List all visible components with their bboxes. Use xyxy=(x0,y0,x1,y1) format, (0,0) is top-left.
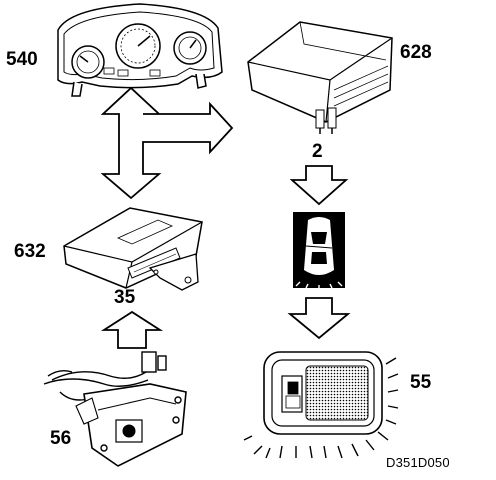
door-switch-icon xyxy=(43,351,187,467)
figure-reference: D351D050 xyxy=(386,455,450,470)
label-switch-56: 56 xyxy=(50,428,72,449)
down-arrow-icon-upper xyxy=(289,165,349,206)
control-module-icon-632 xyxy=(63,207,203,291)
label-pin-35: 35 xyxy=(114,287,136,308)
control-module-icon-628 xyxy=(247,21,393,134)
car-top-view-icon xyxy=(293,212,345,289)
label-courtesy-lamp: 55 xyxy=(410,372,432,393)
label-module-628: 628 xyxy=(400,42,432,63)
bidirectional-arrow-icon xyxy=(100,86,234,200)
down-arrow-icon-lower xyxy=(287,297,351,340)
label-instrument-cluster: 540 xyxy=(6,49,38,70)
instrument-cluster-icon xyxy=(57,3,223,97)
up-arrow-icon xyxy=(100,310,164,349)
label-pin-2: 2 xyxy=(312,141,323,162)
label-module-632: 632 xyxy=(14,241,46,262)
interior-lamp-icon xyxy=(243,351,399,459)
